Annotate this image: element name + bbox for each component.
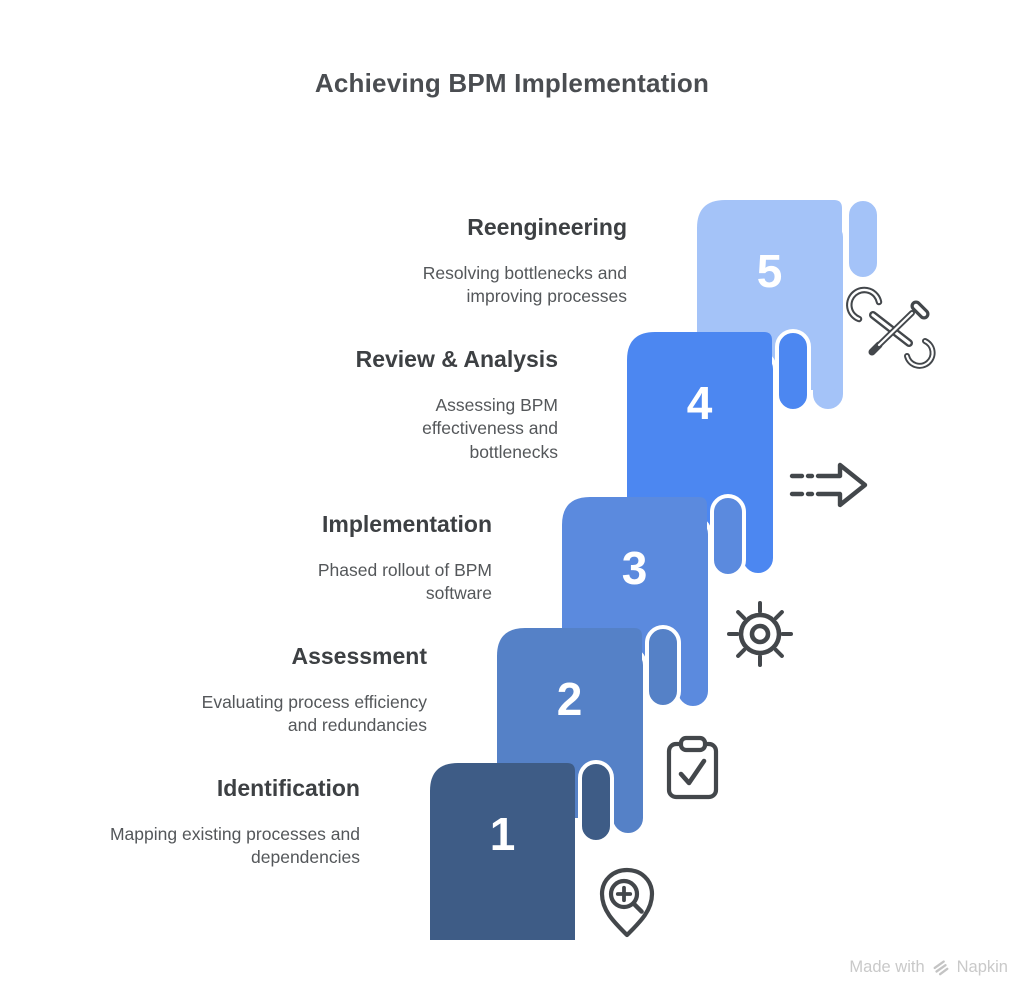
magnifier-pin-icon xyxy=(593,866,661,938)
step-3-label: Implementation xyxy=(322,511,492,537)
step-4-label: Review & Analysis xyxy=(355,346,558,372)
scroll-fold xyxy=(845,197,881,281)
step-4-description: Assessing BPM effectiveness and bottlene… xyxy=(422,394,558,463)
watermark-brand: Napkin xyxy=(956,957,1008,976)
scroll-shape-1 xyxy=(430,760,614,940)
tools-icon xyxy=(846,286,936,369)
step-number-3: 3 xyxy=(621,542,648,594)
watermark-prefix: Made with xyxy=(849,957,925,976)
page-title: Achieving BPM Implementation xyxy=(314,68,710,98)
watermark: Made with Napkin xyxy=(849,957,1008,977)
step-number-4: 4 xyxy=(686,377,713,429)
step-number-2: 2 xyxy=(556,673,583,725)
step-number-5: 5 xyxy=(756,245,783,297)
scroll-fold xyxy=(710,494,746,578)
step-4-text: Review & Analysis Assessing BPM effectiv… xyxy=(318,346,558,465)
napkin-logo-icon xyxy=(933,960,949,976)
ribbon-step-1: 1 xyxy=(430,760,630,999)
scroll-fold xyxy=(645,625,681,709)
step-2-description: Evaluating process efficiency and redund… xyxy=(201,691,427,736)
step-1-description: Mapping existing processes and dependenc… xyxy=(109,823,360,868)
clipboard-check-icon xyxy=(666,735,720,801)
step-5-label: Reengineering xyxy=(467,214,627,240)
step-1-text: Identification Mapping existing processe… xyxy=(80,775,360,870)
step-3-text: Implementation Phased rollout of BPM sof… xyxy=(252,511,492,606)
step-1-label: Identification xyxy=(216,775,360,801)
dashed-arrow-icon xyxy=(788,460,868,510)
helm-wheel-icon xyxy=(726,600,794,668)
step-5-text: Reengineering Resolving bottlenecks and … xyxy=(367,214,627,309)
step-number-1: 1 xyxy=(489,808,516,860)
step-2-label: Assessment xyxy=(291,643,427,669)
scroll-fold xyxy=(578,760,614,844)
scroll-body xyxy=(430,763,575,940)
step-3-description: Phased rollout of BPM software xyxy=(317,559,492,604)
step-2-text: Assessment Evaluating process efficiency… xyxy=(177,643,427,738)
scroll-fold xyxy=(775,329,811,413)
step-5-description: Resolving bottlenecks and improving proc… xyxy=(422,262,627,307)
